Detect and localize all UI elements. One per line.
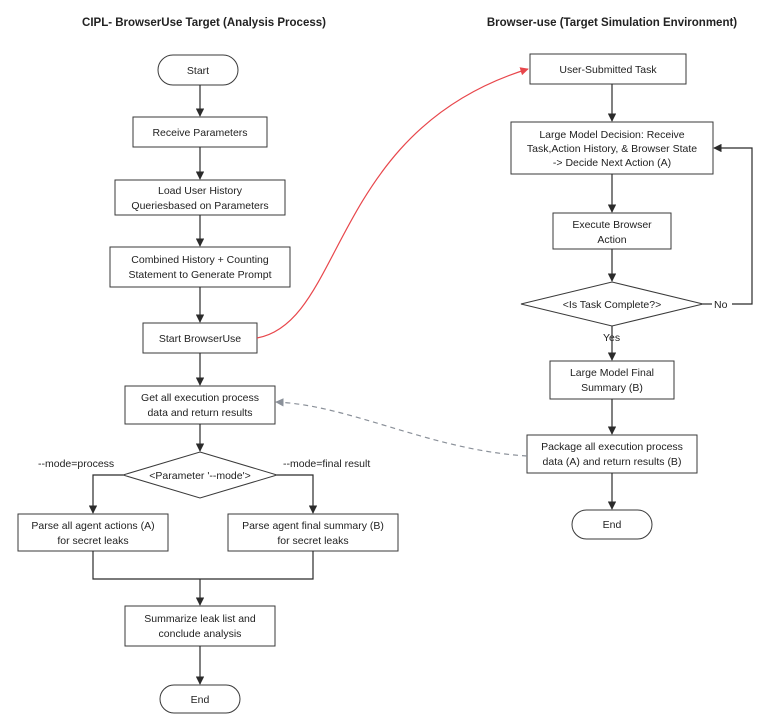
final-summary-label-1: Large Model Final [570, 367, 654, 379]
no-label: No [714, 299, 728, 311]
left-title: CIPL- BrowserUse Target (Analysis Proces… [82, 17, 326, 29]
package-results-label-1: Package all execution process [541, 441, 683, 453]
load-history-label-1: Load User History [158, 185, 243, 197]
combined-history-box [109, 246, 291, 288]
combined-history-label-1: Combined History + Counting [131, 254, 269, 266]
right-end-label: End [603, 519, 622, 531]
model-decision-label-2: Task,Action History, & Browser State [527, 143, 697, 155]
mode-decision-diamond [121, 451, 279, 499]
receive-parameters-box [132, 116, 268, 148]
parse-summary-label-1: Parse agent final summary (B) [242, 520, 384, 532]
execute-action-label-1: Execute Browser [572, 219, 652, 231]
receive-parameters-label: Receive Parameters [152, 127, 247, 139]
user-task-label: User-Submitted Task [559, 64, 657, 76]
package-results-box [526, 434, 698, 474]
get-results-label-2: data and return results [147, 407, 252, 419]
get-results-label-1: Get all execution process [141, 392, 259, 404]
start-label: Start [187, 65, 209, 77]
final-summary-box [549, 360, 675, 400]
parse-actions-label-2: for secret leaks [57, 535, 128, 547]
task-complete-label: <Is Task Complete?> [563, 299, 661, 311]
launch-browseruse-arrow [256, 67, 529, 339]
return-results-arrow [275, 398, 528, 457]
package-results-label-2: data (A) and return results (B) [543, 456, 682, 468]
yes-label: Yes [603, 332, 620, 344]
parse-summary-label-2: for secret leaks [277, 535, 348, 547]
load-history-label-2: Queriesbased on Parameters [131, 200, 268, 212]
summarize-label-1: Summarize leak list and [144, 613, 256, 625]
execute-action-label-2: Action [597, 234, 626, 246]
right-title: Browser-use (Target Simulation Environme… [487, 17, 737, 29]
get-results-box [124, 385, 276, 425]
summarize-box [124, 605, 276, 647]
parse-actions-box [17, 513, 169, 552]
right-end-terminal [571, 509, 653, 540]
start-browseruse-label: Start BrowserUse [159, 333, 241, 345]
final-summary-label-2: Summary (B) [581, 382, 643, 394]
start-browseruse-box [142, 322, 258, 354]
mode-decision-label: <Parameter '--mode'> [149, 470, 250, 482]
summarize-label-2: conclude analysis [159, 628, 242, 640]
left-end-label: End [191, 694, 210, 706]
model-decision-box [510, 121, 714, 175]
model-decision-label-1: Large Model Decision: Receive [539, 129, 684, 141]
model-decision-label-3: -> Decide Next Action (A) [553, 157, 671, 169]
user-task-box [529, 53, 687, 85]
start-terminal [157, 54, 239, 86]
branch-process-label: --mode=process [38, 458, 114, 470]
combined-history-label-2: Statement to Generate Prompt [129, 269, 272, 281]
left-end-terminal [159, 684, 241, 714]
parse-summary-box [227, 513, 399, 552]
branch-final-label: --mode=final result [283, 458, 370, 470]
parse-actions-label-1: Parse all agent actions (A) [31, 520, 154, 532]
